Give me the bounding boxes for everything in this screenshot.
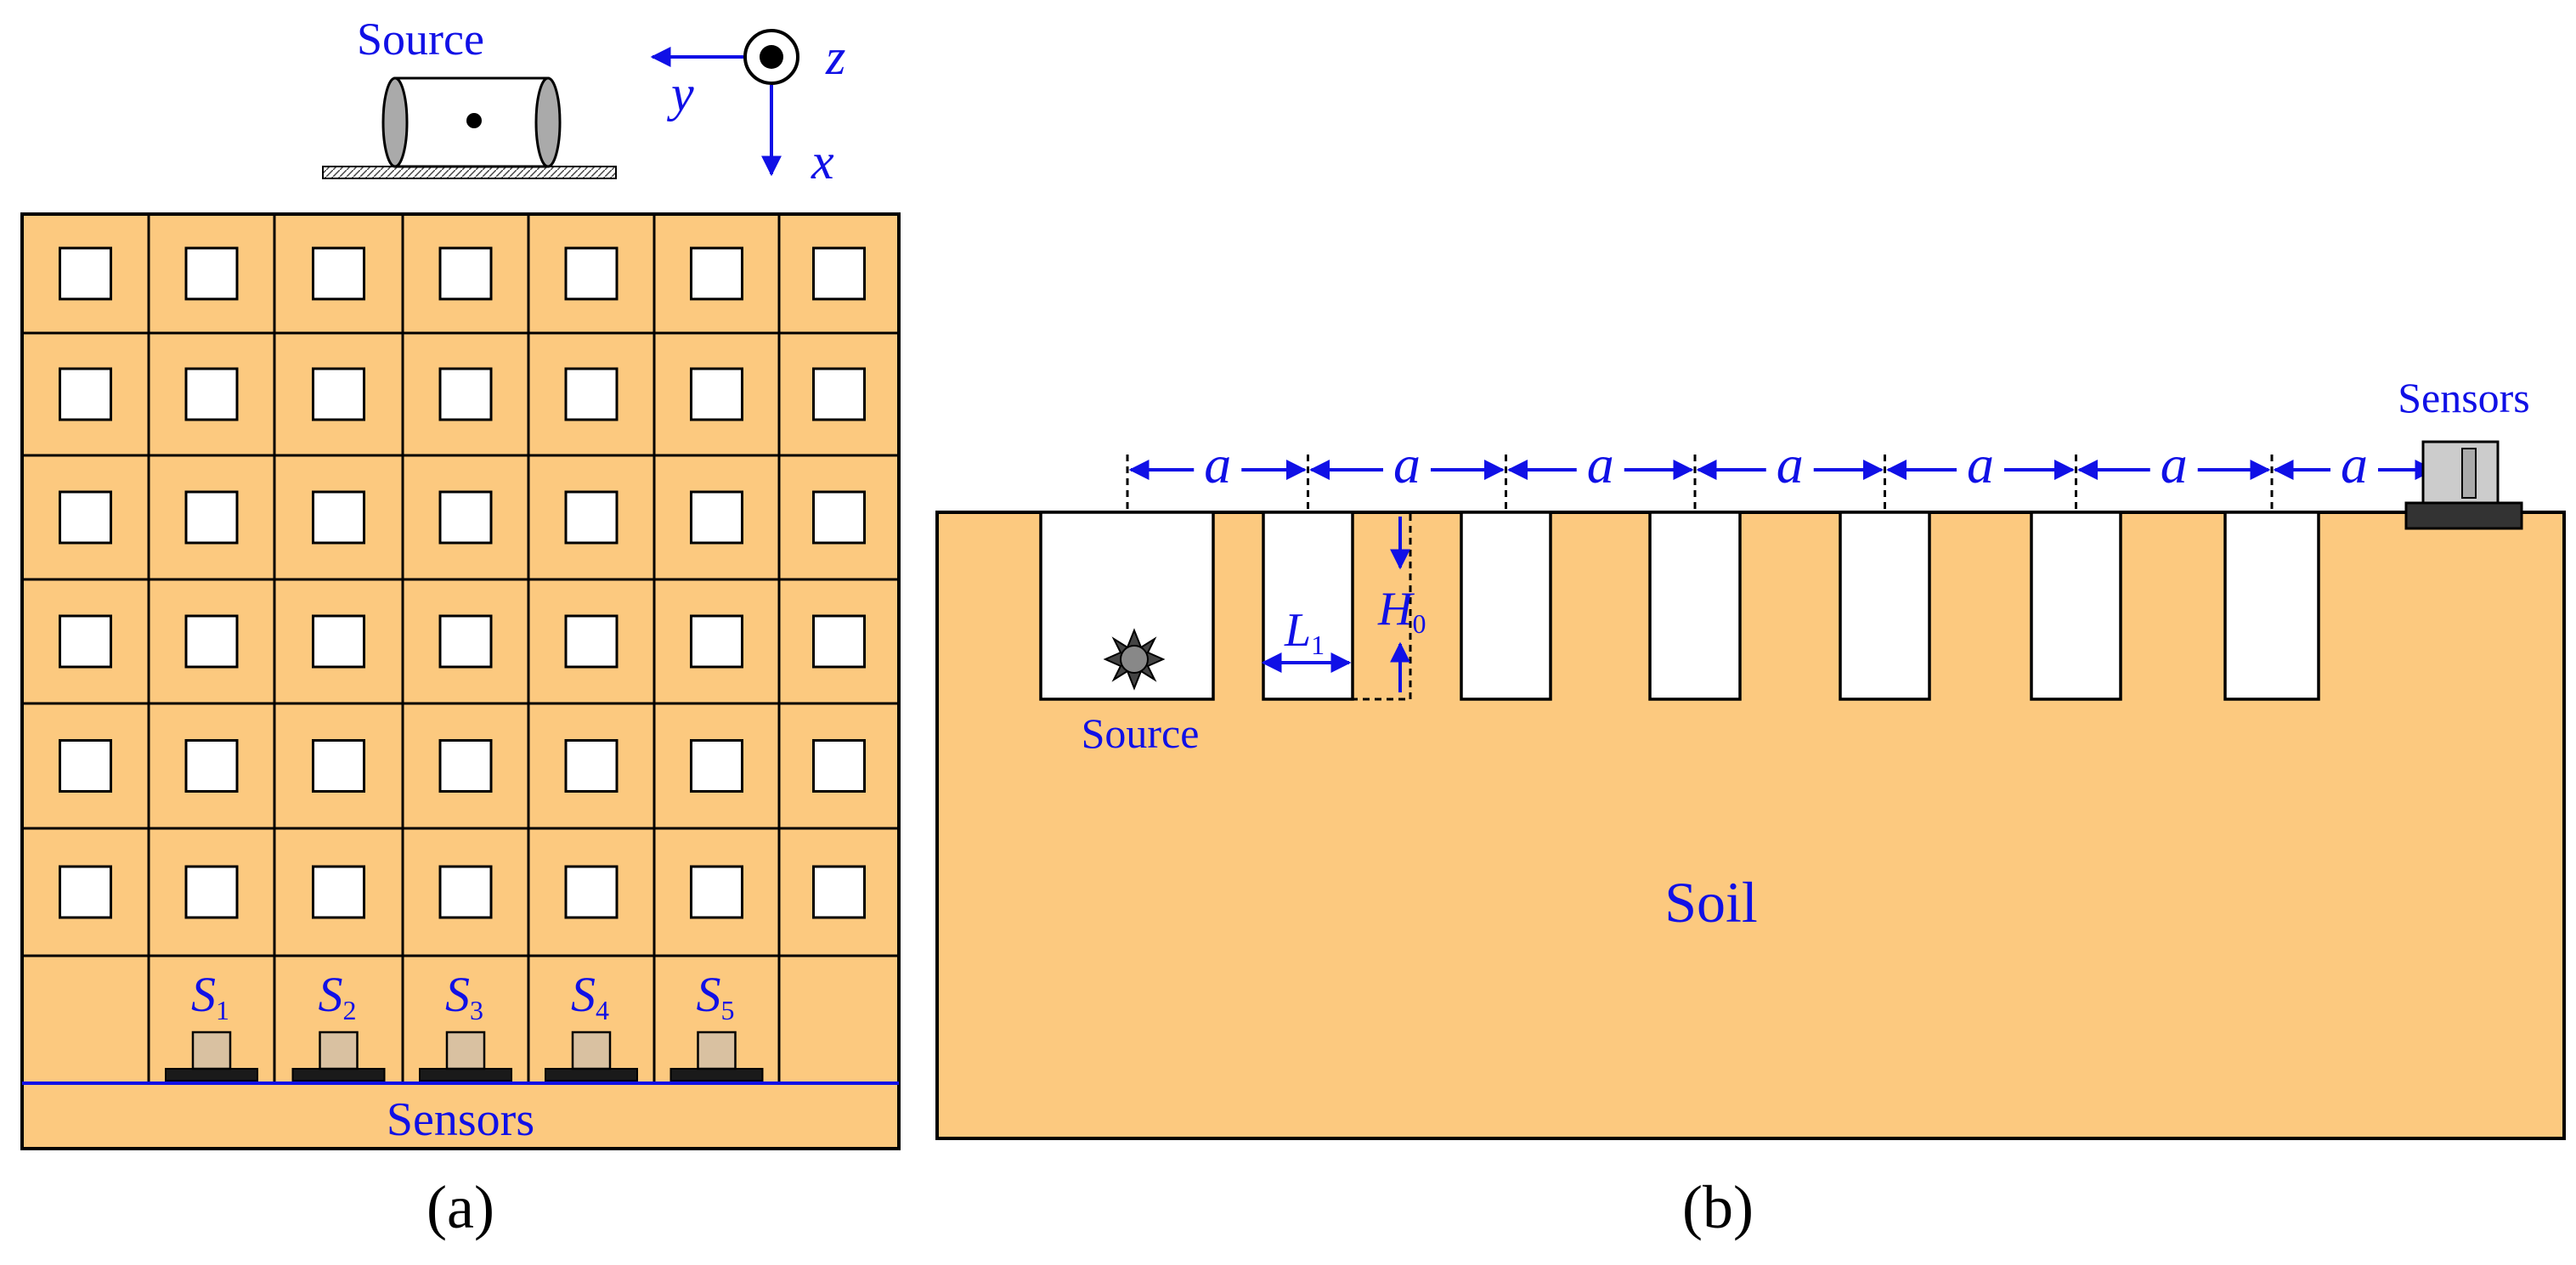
sensor-label: S5 xyxy=(697,967,735,1025)
source-label-b: Source xyxy=(1082,709,1200,757)
cell-hole xyxy=(312,739,365,793)
cell-hole xyxy=(564,614,619,669)
cell-hole xyxy=(184,246,239,301)
soil-label: Soil xyxy=(1664,870,1758,935)
cell-hole xyxy=(59,614,112,669)
spacing-label: a xyxy=(1587,434,1614,494)
spacing-label: a xyxy=(1204,434,1231,494)
sensor-icon xyxy=(669,1031,764,1081)
cell-hole xyxy=(690,865,743,919)
starburst-source-icon xyxy=(1103,628,1166,691)
sensor-label: S1 xyxy=(191,967,229,1025)
cell-hole xyxy=(438,614,493,669)
cell-hole xyxy=(438,865,493,919)
cell-hole xyxy=(312,865,365,919)
caption-a: (a) xyxy=(427,1173,494,1241)
cell-hole xyxy=(438,739,493,793)
sensor-label: S3 xyxy=(445,967,483,1025)
cell-hole xyxy=(184,614,239,669)
z-axis-out-of-plane-icon xyxy=(743,29,799,85)
cell-hole xyxy=(184,367,239,421)
cell-hole xyxy=(312,614,365,669)
trench xyxy=(1839,511,1931,701)
cell-hole xyxy=(690,367,743,421)
cell-hole xyxy=(59,865,112,919)
depth-label: H0 xyxy=(1377,583,1426,639)
cell-hole xyxy=(564,739,619,793)
axis-x-label: x xyxy=(811,133,834,189)
cell-hole xyxy=(812,367,866,421)
source-cylinder-icon xyxy=(322,76,617,179)
cell-hole xyxy=(564,865,619,919)
cell-hole xyxy=(812,865,866,919)
cell-hole xyxy=(59,490,112,545)
cell-hole xyxy=(312,367,365,421)
cell-hole xyxy=(564,367,619,421)
sensor-label: S4 xyxy=(571,967,609,1025)
cell-hole xyxy=(59,739,112,793)
sensor-label: S2 xyxy=(319,967,357,1025)
spacing-label: a xyxy=(1393,434,1421,494)
cell-hole xyxy=(812,490,866,545)
sensor-icon xyxy=(291,1031,386,1081)
panel-b: a a a a a a a Source L1 H0 Sensors Soil (b) xyxy=(935,374,2566,1241)
depth-guide xyxy=(1351,511,1412,701)
trench xyxy=(2030,511,2122,701)
cell-hole xyxy=(564,246,619,301)
spacing-label: a xyxy=(2341,434,2368,494)
spacing-label: a xyxy=(2161,434,2188,494)
cell-hole xyxy=(59,367,112,421)
axis-z-label: z xyxy=(825,29,845,85)
spacing-label: a xyxy=(1777,434,1804,494)
trench xyxy=(2223,511,2320,701)
cell-hole xyxy=(690,614,743,669)
cell-hole xyxy=(690,739,743,793)
cell-grid xyxy=(22,214,899,1083)
caption-b: (b) xyxy=(1682,1173,1754,1241)
spacing-label: a xyxy=(1967,434,1994,494)
cell-hole xyxy=(690,246,743,301)
cell-hole xyxy=(59,246,112,301)
cell-hole xyxy=(690,490,743,545)
soil-block-a xyxy=(20,212,901,1150)
width-label: L1 xyxy=(1284,604,1325,660)
sensor-icon xyxy=(419,1031,512,1081)
sensor-icon xyxy=(165,1031,258,1081)
sensors-label-a: Sensors xyxy=(387,1093,534,1146)
cell-hole xyxy=(184,739,239,793)
cell-hole xyxy=(312,490,365,545)
cell-hole xyxy=(184,490,239,545)
cell-hole xyxy=(438,367,493,421)
cell-hole xyxy=(438,490,493,545)
sensor-icon xyxy=(545,1031,638,1081)
cell-hole xyxy=(312,246,365,301)
panel-a: Source y x z S1 S2 S3 S4 S5 Sensors (a) xyxy=(20,14,901,1241)
trench xyxy=(1460,511,1552,701)
trench xyxy=(1648,511,1742,701)
sensor-icon xyxy=(2404,440,2523,530)
source-label-a: Source xyxy=(357,14,484,65)
cell-hole xyxy=(184,865,239,919)
axis-y-label: y xyxy=(666,65,694,121)
cell-hole xyxy=(812,614,866,669)
axis-indicator: y x z xyxy=(650,29,845,189)
sensor-row: S1 S2 S3 S4 S5 xyxy=(165,967,764,1081)
cell-hole xyxy=(812,246,866,301)
sensors-label-b: Sensors xyxy=(2398,374,2530,421)
cell-hole xyxy=(564,490,619,545)
cell-hole xyxy=(812,739,866,793)
cell-hole xyxy=(438,246,493,301)
